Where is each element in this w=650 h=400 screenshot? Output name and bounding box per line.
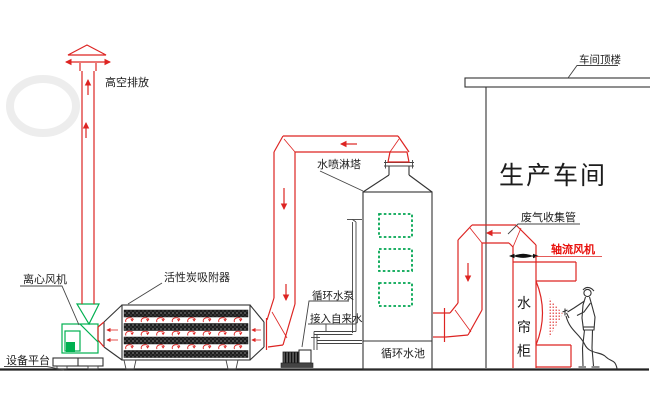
airflow-arrows <box>125 317 243 350</box>
label-axial-flow-fan: 轴流风机 <box>551 242 595 256</box>
tower-window <box>378 248 413 272</box>
label-high-altitude-discharge: 高空排放 <box>105 75 149 89</box>
circulating-water-piping <box>311 219 362 350</box>
label-waste-gas-collection-pipe: 废气收集管 <box>521 210 576 224</box>
centrifugal-fan <box>52 303 105 370</box>
spray-cone <box>548 297 563 339</box>
tower-window <box>378 282 413 307</box>
water-spray-tower <box>362 160 433 370</box>
carbon-layer <box>123 350 249 358</box>
label-circulating-water-pump: 循环水泵 <box>312 289 354 302</box>
tower-window <box>378 213 413 238</box>
axial-flow-fan <box>509 253 539 259</box>
label-equipment-platform: 设备平台 <box>6 353 50 367</box>
carbon-layer <box>123 309 249 318</box>
label-circulating-water-pool: 循环水池 <box>381 347 425 360</box>
label-water-curtain-cabinet-char: 帘 <box>517 319 531 335</box>
label-tap-water-inlet: 接入自来水 <box>310 312 363 325</box>
tower-to-adsorber-duct <box>265 135 410 350</box>
exhaust-stack <box>65 44 111 304</box>
watermark-circle <box>6 75 80 137</box>
activated-carbon-adsorber <box>103 304 265 370</box>
workshop-structure <box>464 77 650 368</box>
label-production-workshop: 生产车间 <box>499 162 607 190</box>
label-activated-carbon-adsorber: 活性炭吸附器 <box>164 270 230 284</box>
labels: 高空排放 离心风机 设备平台 活性炭吸附器 水喷淋塔 循环水泵 接入自来水 循环… <box>4 53 621 371</box>
label-water-curtain-cabinet-char: 水 <box>517 295 531 311</box>
label-water-curtain-cabinet-char: 柜 <box>517 343 531 359</box>
label-workshop-roof: 车间顶楼 <box>579 53 621 66</box>
carbon-layer <box>123 336 249 345</box>
water-curtain-cabinet <box>512 245 577 368</box>
waste-gas-collection-duct <box>433 224 537 342</box>
worker-figure <box>562 286 618 369</box>
label-water-spray-tower: 水喷淋塔 <box>317 158 361 171</box>
circulating-water-pump <box>280 349 314 368</box>
carbon-layer <box>123 323 249 331</box>
label-centrifugal-fan: 离心风机 <box>23 272 67 286</box>
